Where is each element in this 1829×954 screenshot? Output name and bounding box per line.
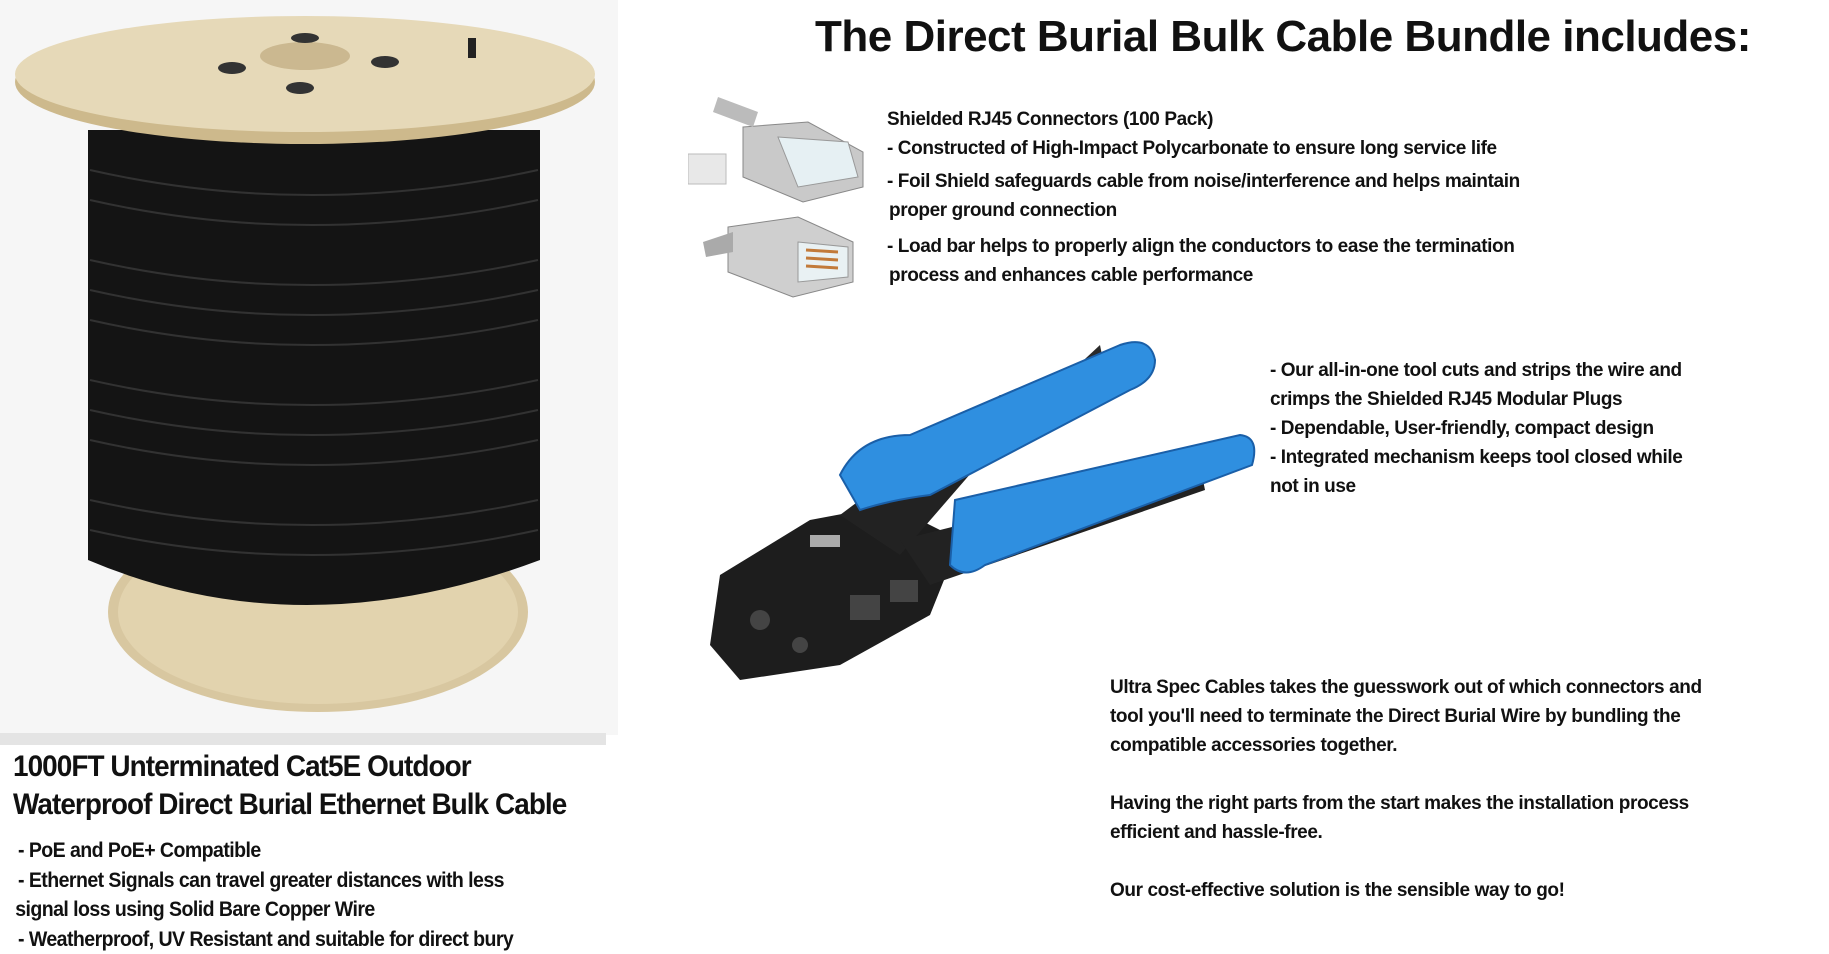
tool-line: crimps the Shielded RJ45 Modular Plugs <box>1270 385 1682 414</box>
cable-feature: - Weatherproof, UV Resistant and suitabl… <box>18 925 513 954</box>
tool-line: - Our all-in-one tool cuts and strips th… <box>1270 356 1682 385</box>
connectors-line: process and enhances cable performance <box>887 261 1520 290</box>
summary-text: Ultra Spec Cables takes the guesswork ou… <box>1110 673 1702 905</box>
connectors-line: - Constructed of High-Impact Polycarbona… <box>887 134 1520 163</box>
cable-title-line: Waterproof Direct Burial Ethernet Bulk C… <box>13 786 566 824</box>
connectors-line: - Foil Shield safeguards cable from nois… <box>887 167 1520 196</box>
cable-title: 1000FT Unterminated Cat5E Outdoor Waterp… <box>13 748 566 824</box>
cable-spool-image <box>0 0 618 745</box>
cable-feature: signal loss using Solid Bare Copper Wire <box>15 895 513 925</box>
summary-line: Ultra Spec Cables takes the guesswork ou… <box>1110 673 1702 702</box>
tool-line: not in use <box>1270 472 1682 501</box>
cable-feature: - Ethernet Signals can travel greater di… <box>18 866 513 896</box>
summary-line: Having the right parts from the start ma… <box>1110 789 1702 818</box>
connectors-line: proper ground connection <box>887 196 1520 225</box>
connectors-description: Shielded RJ45 Connectors (100 Pack) - Co… <box>887 105 1520 290</box>
cable-features: - PoE and PoE+ Compatible - Ethernet Sig… <box>18 836 513 954</box>
summary-closing: Our cost-effective solution is the sensi… <box>1110 876 1702 905</box>
connectors-heading: Shielded RJ45 Connectors (100 Pack) <box>887 105 1520 134</box>
cable-title-line: 1000FT Unterminated Cat5E Outdoor <box>13 748 566 786</box>
crimping-tool-image <box>700 325 1260 695</box>
connectors-line: - Load bar helps to properly align the c… <box>887 232 1520 261</box>
summary-line: tool you'll need to terminate the Direct… <box>1110 702 1702 731</box>
cable-feature: - PoE and PoE+ Compatible <box>18 836 513 866</box>
summary-line: compatible accessories together. <box>1110 731 1702 760</box>
tool-description: - Our all-in-one tool cuts and strips th… <box>1270 356 1682 501</box>
page-title: The Direct Burial Bulk Cable Bundle incl… <box>815 12 1751 62</box>
tool-line: - Dependable, User-friendly, compact des… <box>1270 414 1682 443</box>
rj45-connectors-image <box>688 92 873 317</box>
tool-line: - Integrated mechanism keeps tool closed… <box>1270 443 1682 472</box>
summary-line: efficient and hassle-free. <box>1110 818 1702 847</box>
